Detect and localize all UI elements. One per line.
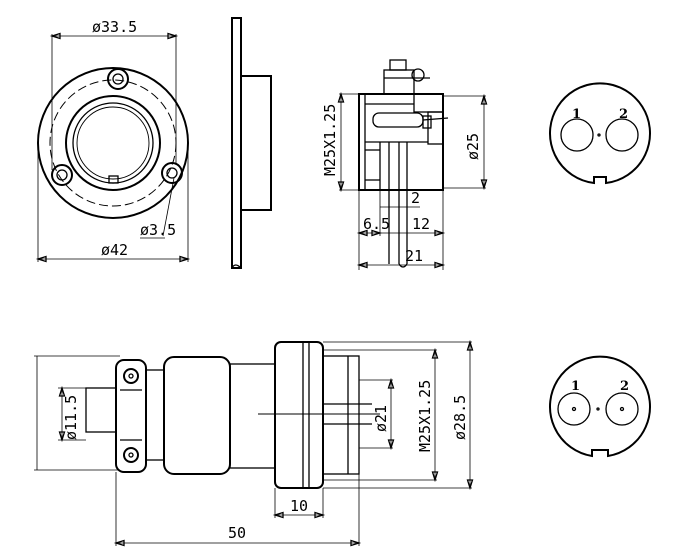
socket-face-bottom-outline xyxy=(549,355,651,458)
front-view: ø33.5 ø42 ø3.5 xyxy=(35,18,191,263)
dim-plug-thread: M25X1.25 xyxy=(416,380,434,452)
dim-hole: ø3.5 xyxy=(140,221,176,239)
dim-plug-cable: ø11.5 xyxy=(62,395,80,440)
plug-neck xyxy=(229,363,276,469)
contact-pin xyxy=(372,112,424,128)
pin-2-bottom xyxy=(605,392,639,426)
plug-cable xyxy=(85,387,117,433)
pin-1-bottom-label: 1 xyxy=(571,379,580,394)
dim-plug-length: 50 xyxy=(228,524,246,542)
flange-plate xyxy=(231,17,242,269)
dim-flange: ø42 xyxy=(101,241,128,259)
dim-width-6-5: 6.5 xyxy=(363,215,390,233)
section-view: M25X1.25 ø25 2 6.5 12 21 xyxy=(321,59,488,270)
socket-face-bottom: 1 2 xyxy=(549,355,651,458)
plug-view: ø11.5 ø21 M25X1.25 ø28.5 10 50 xyxy=(34,339,474,547)
bore-circle xyxy=(72,102,154,184)
mount-hole-top xyxy=(107,68,129,90)
pin-1-top-label: 1 xyxy=(572,107,581,122)
dim-width-2: 2 xyxy=(411,189,420,207)
section-hatch-top xyxy=(413,93,444,113)
plug-knurl-body xyxy=(163,356,231,475)
dim-plug-outer: ø28.5 xyxy=(451,395,469,440)
socket-face-outline xyxy=(549,82,651,185)
mount-hole-right-inner xyxy=(166,167,178,179)
mount-hole-left xyxy=(51,164,73,186)
plug-front-sleeve xyxy=(322,355,360,475)
bore-inner-circle xyxy=(76,106,150,180)
mount-hole-top-inner xyxy=(112,73,124,85)
dim-flange-holes: ø33.5 xyxy=(92,18,137,36)
body-profile xyxy=(240,75,272,211)
pin-2-top-label: 2 xyxy=(619,107,628,122)
dim-section-body: ø25 xyxy=(464,133,482,160)
mount-hole-left-inner xyxy=(56,169,68,181)
side-view xyxy=(231,17,272,269)
break-line xyxy=(231,264,242,269)
socket-face-top: 1 2 xyxy=(549,82,651,185)
plug-clamp xyxy=(115,359,147,473)
dim-section-thread: M25X1.25 xyxy=(321,104,339,176)
dim-plug-inner: ø21 xyxy=(372,405,390,432)
dim-plug-nut: 10 xyxy=(290,497,308,515)
dim-width-12: 12 xyxy=(412,215,430,233)
dim-width-21: 21 xyxy=(405,247,423,265)
flange-outer-circle xyxy=(37,67,189,219)
pin-1-top xyxy=(560,118,594,152)
body-circle xyxy=(65,95,161,191)
mount-hole-right xyxy=(161,162,183,184)
pin-2-bottom-label: 2 xyxy=(620,379,629,394)
pin-2-top xyxy=(605,118,639,152)
flange-hole-circle xyxy=(49,79,177,207)
key-slot xyxy=(108,175,119,184)
clamp-block xyxy=(383,69,415,95)
pin-1-bottom xyxy=(557,392,591,426)
plug-coupling-nut xyxy=(274,341,324,489)
